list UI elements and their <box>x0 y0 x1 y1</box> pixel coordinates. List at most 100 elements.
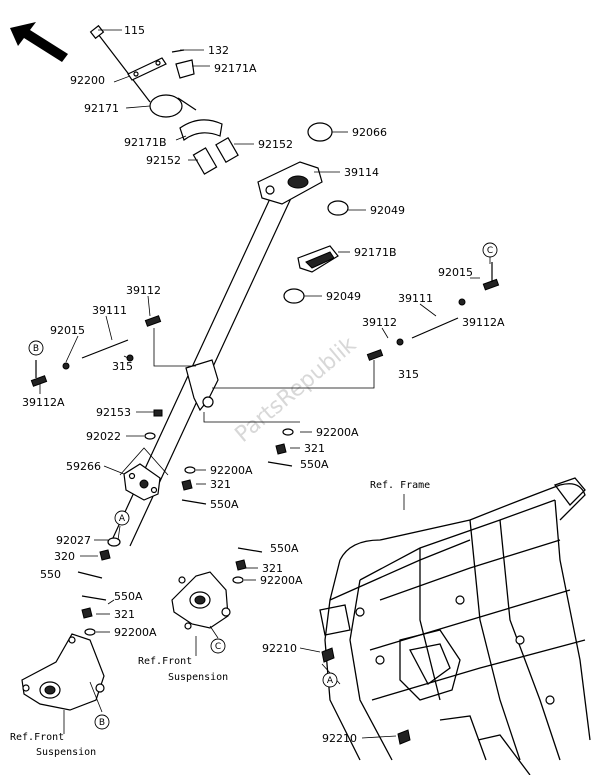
plate-92200 <box>127 57 167 81</box>
label-550: 550 <box>40 568 61 581</box>
washer-92200a-a <box>282 428 294 436</box>
svg-text:A: A <box>119 514 126 524</box>
label-132: 132 <box>208 44 229 57</box>
nut-315-right <box>396 338 404 346</box>
label-39112-left: 39112 <box>126 284 161 297</box>
nut-321-b <box>181 479 193 491</box>
callout-b-left: B <box>28 340 44 356</box>
label-115: 115 <box>124 24 145 37</box>
shaft-lower-holder <box>185 359 219 412</box>
housing-mount-line <box>119 447 169 476</box>
ref-front-suspension-1-line1: Ref.Front <box>138 656 192 667</box>
svg-text:B: B <box>99 718 105 728</box>
label-315-left: 315 <box>112 360 133 373</box>
clip-92210-lower <box>397 729 411 745</box>
label-92022: 92022 <box>86 430 121 443</box>
label-92200: 92200 <box>70 74 105 87</box>
clip-92171a <box>171 49 195 79</box>
label-92153: 92153 <box>96 406 131 419</box>
tie-rod-end-39112-left <box>144 315 162 327</box>
label-321-a: 321 <box>304 442 325 455</box>
nut-321-c <box>81 607 93 619</box>
label-92152-b: 92152 <box>146 154 181 167</box>
link-line-right <box>212 360 375 389</box>
cotter-pin-550a-b <box>181 499 207 505</box>
label-92015-left: 92015 <box>50 324 85 337</box>
label-92210-b: 92210 <box>322 732 357 745</box>
tie-rod-right <box>411 317 459 339</box>
label-39112-right: 39112 <box>362 316 397 329</box>
direction-arrow-icon <box>10 22 68 62</box>
svg-text:B: B <box>33 344 39 354</box>
collar-92171b-top <box>179 119 223 141</box>
tie-rod-end-39112a-right <box>482 262 500 291</box>
bolt-92153 <box>153 409 163 417</box>
steering-knuckle-left <box>21 633 105 711</box>
label-92049-b: 92049 <box>326 290 361 303</box>
leader-lines <box>39 29 491 739</box>
steering-knuckle-right <box>171 571 231 630</box>
label-92171a-top: 92171A <box>214 62 257 75</box>
link-line-lower <box>203 412 300 423</box>
bushing-92152-b <box>192 147 218 175</box>
washer-92200a-d <box>232 576 244 584</box>
tie-rod-end-39112-right <box>366 349 384 361</box>
callout-a-frame: A <box>322 672 338 688</box>
washer-92200a-b <box>184 466 196 474</box>
cotter-pin-550a-d <box>237 547 263 553</box>
o-ring-lower <box>283 288 305 304</box>
link-line-left <box>153 328 196 367</box>
label-550a-c: 550A <box>114 590 143 603</box>
clamp-92171 <box>149 94 197 118</box>
callout-b-knuckle: B <box>94 714 110 730</box>
callout-a-shaft: A <box>114 510 130 526</box>
ref-front-suspension-2-line2: Suspension <box>36 747 96 758</box>
nut-315-left <box>126 354 134 362</box>
label-92171b-mid: 92171B <box>354 246 397 259</box>
label-320: 320 <box>54 550 75 563</box>
label-39111-right: 39111 <box>398 292 433 305</box>
callout-c-top: C <box>482 242 498 258</box>
o-ring-upper <box>327 200 349 216</box>
collar-92171b-mid <box>297 245 339 273</box>
label-92027: 92027 <box>56 534 91 547</box>
label-92152-a: 92152 <box>258 138 293 151</box>
bearing-housing <box>123 463 161 501</box>
label-92200a-d: 92200A <box>260 574 303 587</box>
nut-321-d <box>235 559 247 571</box>
label-39112a-right: 39112A <box>462 316 505 329</box>
label-92200a-c: 92200A <box>114 626 157 639</box>
label-92171: 92171 <box>84 102 119 115</box>
nut-92015-right <box>458 298 466 306</box>
bushing-92152-a <box>215 137 239 163</box>
frame-illustration <box>319 477 591 775</box>
label-315-right: 315 <box>398 368 419 381</box>
label-92210-a: 92210 <box>262 642 297 655</box>
label-92200a-a: 92200A <box>316 426 359 439</box>
washer-92200a-c <box>84 628 96 636</box>
svg-text:C: C <box>487 246 493 256</box>
label-92015-right: 92015 <box>438 266 473 279</box>
tie-rod-left <box>81 339 129 359</box>
washer-92027 <box>107 537 121 547</box>
label-92049-a: 92049 <box>370 204 405 217</box>
washer-92022 <box>144 432 156 440</box>
label-550a-b: 550A <box>210 498 239 511</box>
ref-front-suspension-1-line2: Suspension <box>168 672 228 683</box>
tie-rod-end-39112a-left <box>30 360 48 387</box>
label-59266: 59266 <box>66 460 101 473</box>
label-39114: 39114 <box>344 166 379 179</box>
svg-text:C: C <box>215 642 221 652</box>
label-321-b: 321 <box>210 478 231 491</box>
label-321-c: 321 <box>114 608 135 621</box>
clip-92210-upper <box>321 647 335 663</box>
cap <box>307 122 333 142</box>
label-92200a-b: 92200A <box>210 464 253 477</box>
label-321-d: 321 <box>262 562 283 575</box>
cotter-pin-550a-a <box>267 461 293 467</box>
part-labels: 115 132 92200 92171A 92171 92171B 92152 … <box>22 24 505 745</box>
nut-320 <box>99 549 111 561</box>
nut-92015-left <box>62 362 70 370</box>
label-39111-left: 39111 <box>92 304 127 317</box>
